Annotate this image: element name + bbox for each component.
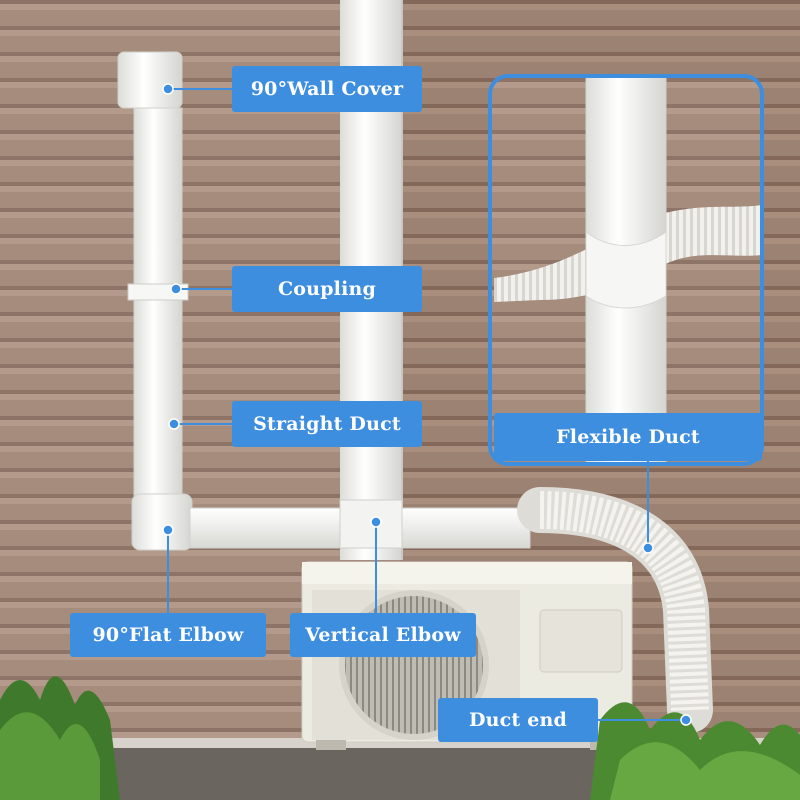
coupling-label: Coupling [232,266,422,312]
flat-elbow-label: 90°Flat Elbow [70,613,266,657]
duct-end-label: Duct end [438,698,598,742]
wall-cover-label: 90°Wall Cover [232,66,422,112]
flexible-duct-label: Flexible Duct [494,413,762,461]
vertical-elbow-label: Vertical Elbow [290,613,476,657]
straight-duct-label: Straight Duct [232,401,422,447]
